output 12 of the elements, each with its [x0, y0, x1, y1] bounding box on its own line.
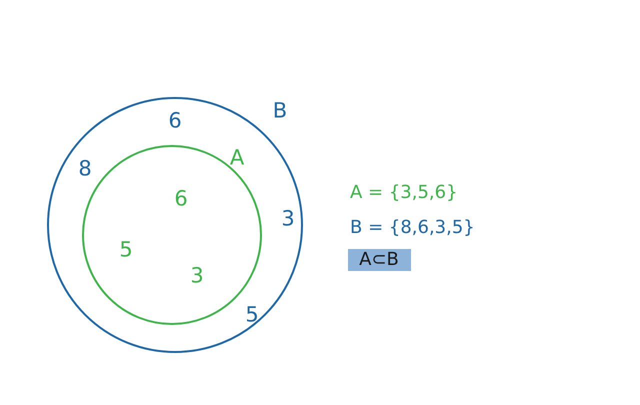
element-number: 6	[174, 188, 188, 210]
set-notation: A = {3,5,6}	[350, 184, 458, 202]
set-label: A	[230, 148, 244, 168]
element-number: 5	[245, 304, 259, 326]
set-notation: B = {8,6,3,5}	[350, 219, 475, 237]
set-label: B	[272, 100, 288, 122]
element-number: 5	[119, 240, 133, 260]
element-number: 8	[78, 158, 92, 180]
element-number: 3	[190, 266, 204, 286]
subset-notation: A⊂B	[359, 251, 399, 269]
element-number: 3	[281, 208, 295, 230]
element-number: 6	[168, 110, 182, 132]
